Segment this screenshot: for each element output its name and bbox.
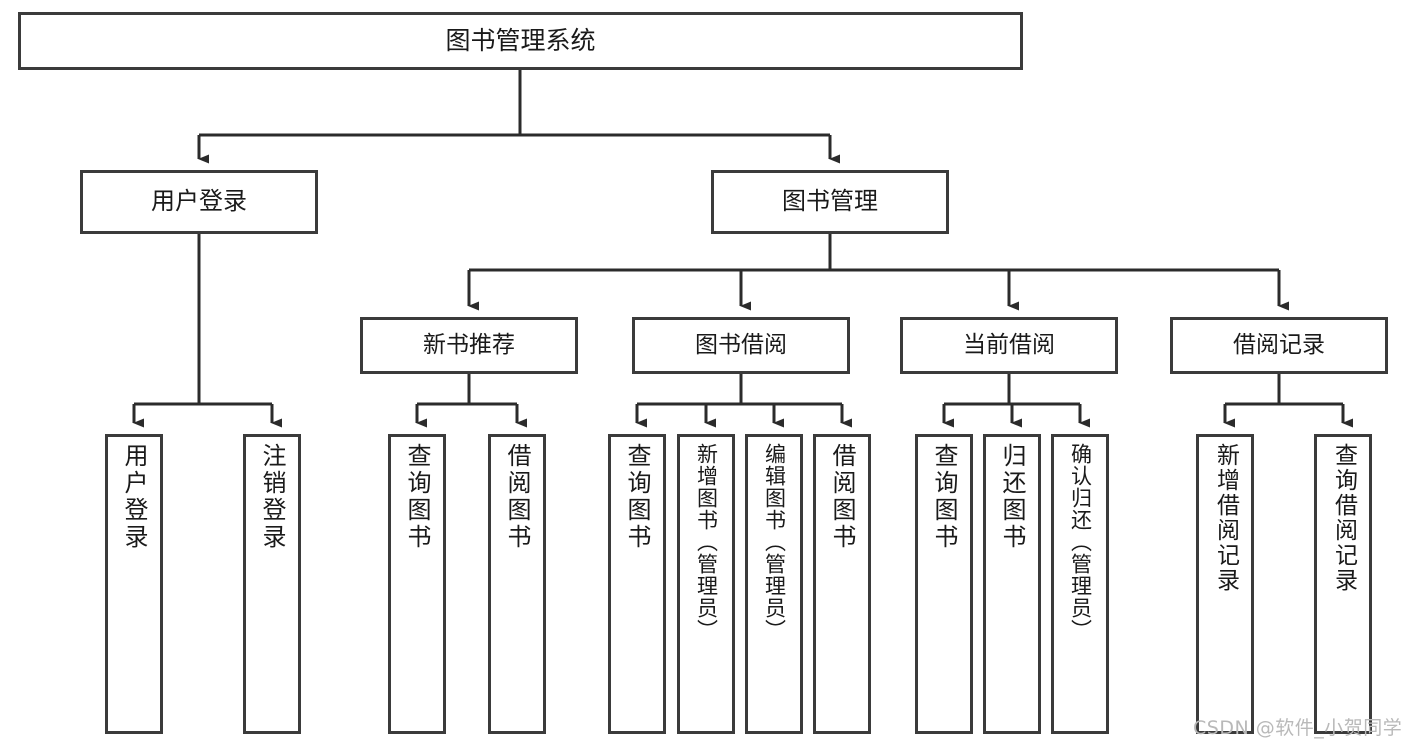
node-leaf-12[interactable]: 新增借阅记录: [1196, 434, 1254, 734]
node-leaf-7[interactable]: 编辑图书（管理员）: [745, 434, 803, 734]
node-label: 图书借阅: [695, 332, 787, 359]
node-label: 注销登录: [258, 443, 286, 551]
node-level1-1[interactable]: 用户登录: [80, 170, 318, 234]
node-leaf-2[interactable]: 注销登录: [243, 434, 301, 734]
node-level2-2[interactable]: 图书借阅: [632, 317, 850, 374]
node-leaf-10[interactable]: 归还图书: [983, 434, 1041, 734]
node-leaf-6[interactable]: 新增图书（管理员）: [677, 434, 735, 734]
node-label: 图书管理: [782, 187, 878, 216]
node-label: 新书推荐: [423, 332, 515, 359]
node-label: 当前借阅: [963, 332, 1055, 359]
watermark-text: CSDN @软件_小贺同学: [1193, 717, 1403, 739]
node-level2-4[interactable]: 借阅记录: [1170, 317, 1388, 374]
node-leaf-4[interactable]: 借阅图书: [488, 434, 546, 734]
node-label: 查询图书: [403, 443, 431, 551]
node-leaf-13[interactable]: 查询借阅记录: [1314, 434, 1372, 734]
node-label: 用户登录: [120, 443, 148, 551]
node-label: 借阅图书: [828, 443, 856, 551]
node-level2-3[interactable]: 当前借阅: [900, 317, 1118, 374]
node-label: 借阅图书: [503, 443, 531, 551]
node-label: 查询图书: [623, 443, 651, 551]
node-leaf-5[interactable]: 查询图书: [608, 434, 666, 734]
node-root-system[interactable]: 图书管理系统: [18, 12, 1023, 70]
node-leaf-3[interactable]: 查询图书: [388, 434, 446, 734]
node-level2-1[interactable]: 新书推荐: [360, 317, 578, 374]
node-label: 归还图书: [998, 443, 1026, 551]
node-leaf-8[interactable]: 借阅图书: [813, 434, 871, 734]
node-label: 编辑图书（管理员）: [762, 443, 787, 641]
node-label: 新增图书（管理员）: [694, 443, 719, 641]
node-label: 借阅记录: [1233, 332, 1325, 359]
node-label: 用户登录: [151, 187, 247, 216]
node-leaf-1[interactable]: 用户登录: [105, 434, 163, 734]
node-label: 新增借阅记录: [1212, 443, 1239, 593]
node-label: 图书管理系统: [445, 25, 596, 55]
node-label: 确认归还（管理员）: [1068, 443, 1093, 641]
node-label: 查询图书: [930, 443, 958, 551]
node-label: 查询借阅记录: [1330, 443, 1357, 593]
node-leaf-11[interactable]: 确认归还（管理员）: [1051, 434, 1109, 734]
node-leaf-9[interactable]: 查询图书: [915, 434, 973, 734]
node-level1-2[interactable]: 图书管理: [711, 170, 949, 234]
